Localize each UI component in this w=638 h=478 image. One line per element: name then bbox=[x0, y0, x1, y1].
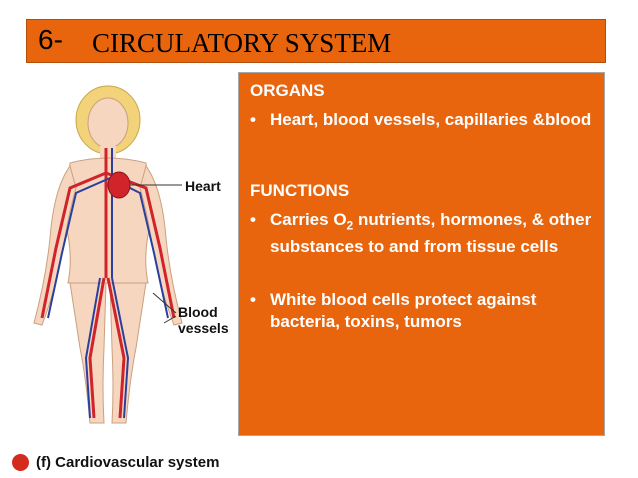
blood-vessels-label-line2: vessels bbox=[178, 320, 229, 336]
figure-caption: (f) Cardiovascular system bbox=[12, 451, 219, 473]
title-bar: 6- CIRCULATORY SYSTEM bbox=[26, 19, 606, 63]
functions-heading: FUNCTIONS bbox=[250, 181, 350, 200]
o2-subscript: 2 bbox=[346, 218, 354, 233]
heart-label: Heart bbox=[185, 178, 221, 194]
content-box: ORGANS • Heart, blood vessels, capillari… bbox=[238, 72, 605, 436]
organs-heading: ORGANS bbox=[250, 81, 325, 100]
blood-vessels-label-line1: Blood bbox=[178, 304, 218, 320]
circulatory-figure bbox=[33, 85, 183, 424]
organs-bullet-text: Heart, blood vessels, capillaries &blood bbox=[270, 110, 592, 129]
bullet-dot: • bbox=[250, 210, 256, 229]
nutrients-text: nutrients, hormones, & other substances … bbox=[270, 210, 592, 257]
functions-bullet-2: • White blood cells protect against bact… bbox=[250, 289, 595, 333]
functions-bullet-2-text: White blood cells protect against bacter… bbox=[270, 290, 537, 331]
functions-bullet-1: • Carries O2 nutrients, hormones, & othe… bbox=[250, 209, 595, 258]
caption-dot-icon bbox=[12, 453, 29, 471]
bullet-dot: • bbox=[250, 110, 256, 129]
organs-bullet: • Heart, blood vessels, capillaries &blo… bbox=[250, 109, 595, 131]
carries-text: Carries O bbox=[270, 210, 347, 229]
body-illustration: Heart Blood vessels bbox=[20, 78, 235, 438]
slide-title: CIRCULATORY SYSTEM bbox=[92, 28, 392, 58]
caption-text: (f) Cardiovascular system bbox=[36, 453, 220, 471]
bullet-dot: • bbox=[250, 290, 256, 309]
title-number: 6- bbox=[38, 24, 63, 55]
functions-bullet-1-text: Carries O2 nutrients, hormones, & other … bbox=[270, 209, 595, 258]
